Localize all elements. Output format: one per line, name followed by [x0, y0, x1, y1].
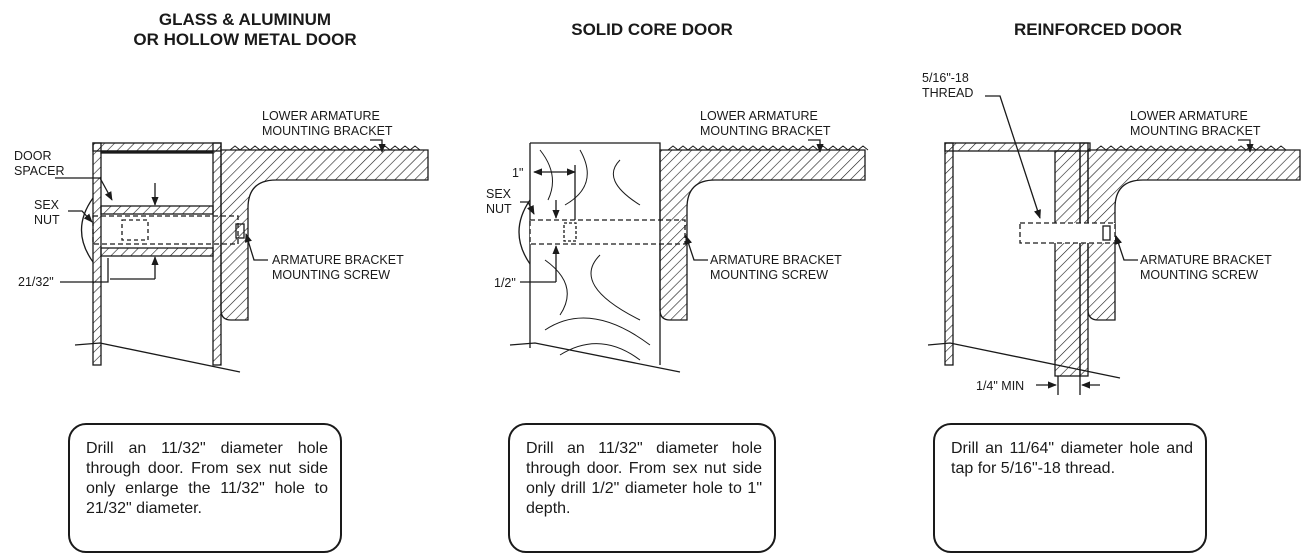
title-glass-aluminum: GLASS & ALUMINUM OR HOLLOW METAL DOOR — [95, 10, 395, 50]
label-spacer-1: DOOR — [14, 149, 52, 163]
leader-screw — [244, 233, 268, 261]
label-screw-2: MOUNTING SCREW — [710, 268, 828, 282]
label-screw-1: ARMATURE BRACKET — [1140, 253, 1272, 267]
door-inner-line — [100, 150, 214, 154]
sex-nut-arc — [80, 197, 94, 263]
door-body — [529, 142, 661, 365]
sex-nut-head — [121, 219, 149, 241]
reinforcement-plate — [1054, 150, 1081, 377]
bracket-teeth — [667, 145, 869, 151]
note-glass-aluminum: Drill an 11/32" diameter hole through do… — [68, 423, 342, 553]
sex-nut-arc — [518, 199, 531, 265]
leader-bracket — [370, 139, 386, 153]
door-wall-top — [92, 142, 222, 152]
spacer-top — [100, 205, 214, 215]
label-dimension: 21/32" — [18, 275, 54, 289]
door-wall-left — [92, 142, 102, 366]
panel-reinforced-labels: 5/16"-18 THREAD LOWER ARMATURE MOUNTING … — [922, 71, 1272, 393]
break-line — [509, 342, 681, 373]
label-screw-1: ARMATURE BRACKET — [272, 253, 404, 267]
title-solid-core: SOLID CORE DOOR — [502, 20, 802, 40]
label-min: 1/4" MIN — [976, 379, 1024, 393]
label-sexnut-1: SEX — [34, 198, 60, 212]
bracket-teeth — [1095, 145, 1287, 151]
bolt-dashed — [529, 219, 686, 245]
panel-glass-aluminum-drawing — [55, 139, 429, 373]
leader-spacer — [55, 177, 113, 201]
lower-armature-bracket — [659, 149, 866, 321]
screw-head — [235, 223, 245, 239]
door-wall-left — [944, 142, 954, 366]
panel-glass-aluminum-labels: LOWER ARMATURE MOUNTING BRACKET DOOR SPA… — [14, 109, 404, 289]
leader-bracket — [808, 139, 824, 153]
label-sexnut-1: SEX — [486, 187, 512, 201]
bracket-teeth — [229, 145, 421, 151]
label-thread-1: 5/16"-18 — [922, 71, 969, 85]
title-line: SOLID CORE DOOR — [571, 20, 733, 39]
label-dimension: 1/2" — [494, 276, 516, 290]
lower-armature-bracket — [1087, 149, 1301, 321]
label-spacer-2: SPACER — [14, 164, 64, 178]
screw-dashed — [1019, 222, 1116, 244]
leader-sexnut — [68, 210, 93, 223]
break-line — [927, 342, 1121, 379]
label-screw-1: ARMATURE BRACKET — [710, 253, 842, 267]
label-sexnut-2: NUT — [486, 202, 512, 216]
label-thread-2: THREAD — [922, 86, 973, 100]
label-bracket-1: LOWER ARMATURE — [700, 109, 818, 123]
panel-solid-core-drawing — [509, 139, 869, 373]
note-solid-core: Drill an 11/32" diameter hole through do… — [508, 423, 776, 553]
sex-nut-head — [563, 222, 577, 242]
title-line: OR HOLLOW METAL DOOR — [133, 30, 357, 49]
lower-armature-bracket — [220, 149, 429, 321]
panel-reinforced-drawing — [927, 95, 1301, 395]
title-line: REINFORCED DOOR — [1013, 20, 1183, 39]
spacer-bottom — [100, 247, 214, 257]
leader-sexnut — [520, 201, 535, 215]
door-wall-right — [212, 142, 222, 366]
note-reinforced: Drill an 11/64" diameter hole and tap fo… — [933, 423, 1207, 553]
label-bracket-1: LOWER ARMATURE — [1130, 109, 1248, 123]
leader-thread — [985, 95, 1041, 219]
screw-head — [1102, 225, 1111, 241]
label-screw-2: MOUNTING SCREW — [272, 268, 390, 282]
label-bracket-1: LOWER ARMATURE — [262, 109, 380, 123]
title-line: GLASS & ALUMINUM — [158, 10, 332, 29]
leader-bracket — [1238, 139, 1254, 153]
panel-solid-core-labels: LOWER ARMATURE MOUNTING BRACKET 1" SEX N… — [486, 109, 842, 290]
bolt-dashed — [92, 215, 239, 245]
label-bracket-2: MOUNTING BRACKET — [700, 124, 831, 138]
label-depth: 1" — [512, 166, 523, 180]
door-wall-right — [1079, 142, 1089, 377]
leader-screw — [685, 235, 708, 261]
leader-screw — [1115, 235, 1138, 261]
label-sexnut-2: NUT — [34, 213, 60, 227]
leader-dimension — [60, 258, 109, 283]
title-reinforced: REINFORCED DOOR — [948, 20, 1248, 40]
label-screw-2: MOUNTING SCREW — [1140, 268, 1258, 282]
break-line — [74, 342, 241, 373]
label-bracket-2: MOUNTING BRACKET — [262, 124, 393, 138]
label-bracket-2: MOUNTING BRACKET — [1130, 124, 1261, 138]
drawings-svg: LOWER ARMATURE MOUNTING BRACKET DOOR SPA… — [14, 71, 1301, 395]
